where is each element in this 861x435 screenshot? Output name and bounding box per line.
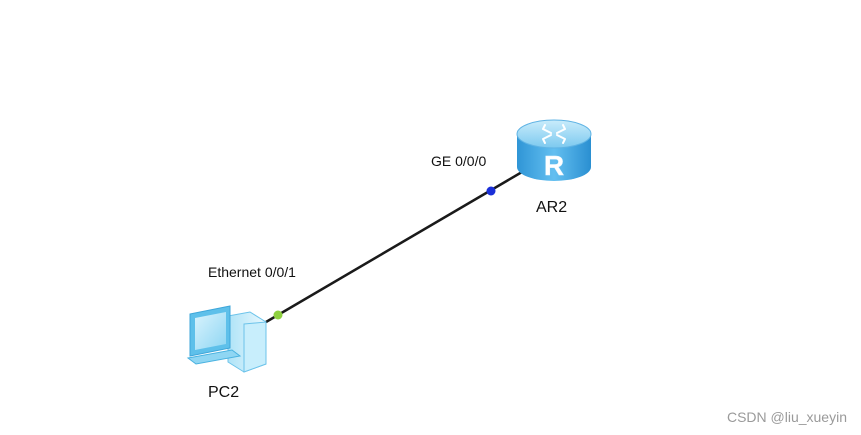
router-name: AR2 (536, 199, 568, 216)
router-icon[interactable]: R (516, 119, 592, 181)
ethernet-link[interactable] (265, 170, 523, 324)
watermark: CSDN @liu_xueyin (726, 409, 847, 425)
pc-icon[interactable] (186, 305, 267, 373)
router-glyph: R (544, 150, 564, 181)
router-arrows-icon (542, 124, 566, 144)
router-port-dot[interactable] (486, 186, 496, 196)
pc-name: PC2 (208, 384, 240, 401)
router-port-label: GE 0/0/0 (431, 153, 487, 169)
pc-port-label: Ethernet 0/0/1 (208, 264, 296, 280)
pc-port-dot[interactable] (273, 310, 283, 320)
